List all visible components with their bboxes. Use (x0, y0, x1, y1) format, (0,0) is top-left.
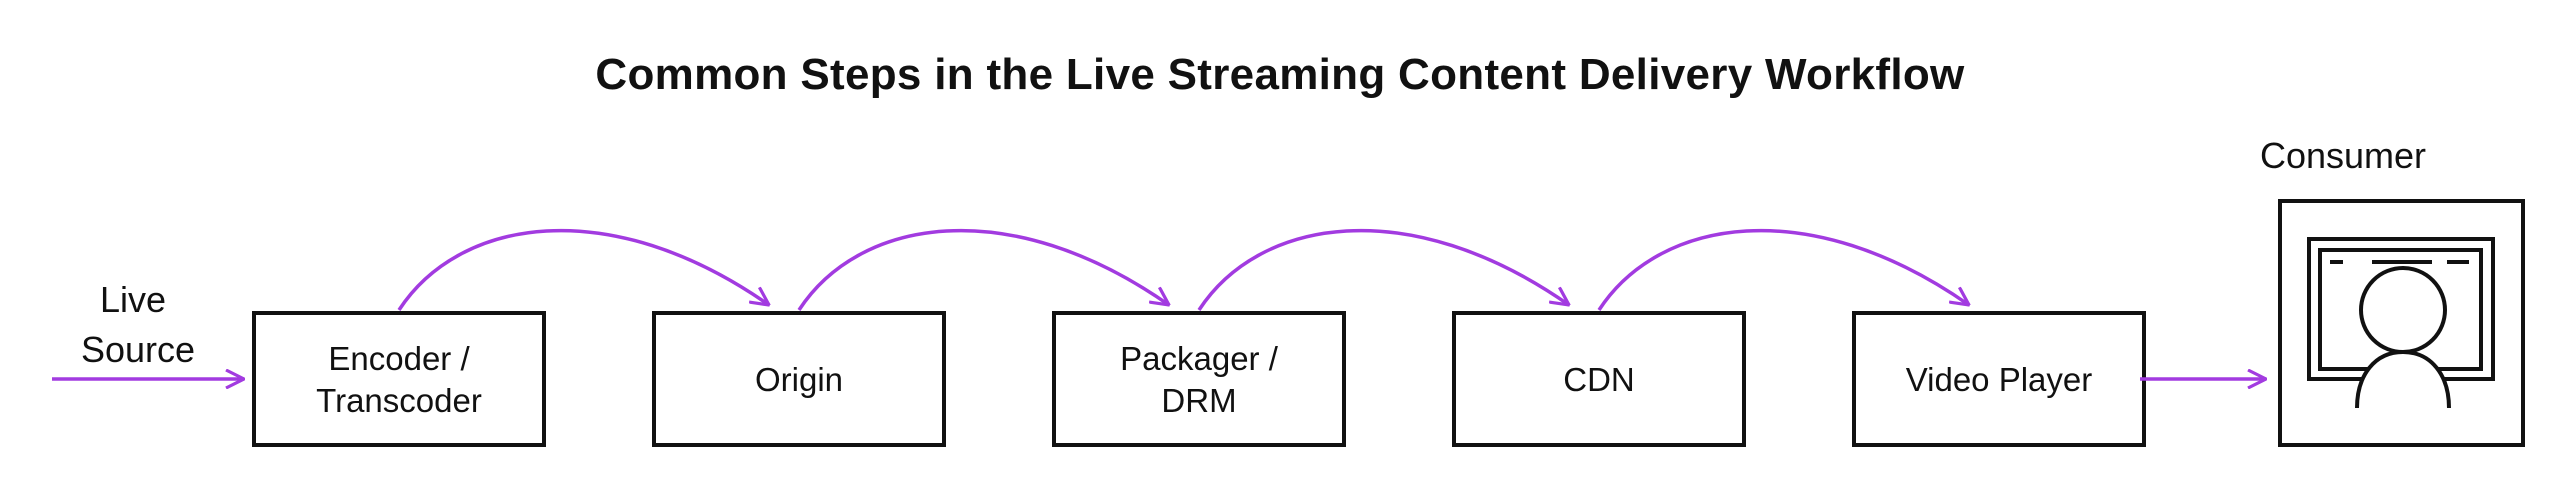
workflow-step: Video Player (1852, 311, 2146, 447)
connector-arc (797, 228, 1169, 311)
workflow-step: Packager / DRM (1052, 311, 1346, 447)
step-box (652, 311, 946, 447)
step-label-line: Transcoder (316, 382, 482, 419)
workflow-step: Encoder / Transcoder (252, 311, 546, 447)
step-label-line: CDN (1563, 361, 1635, 398)
step-label: Encoder / Transcoder (316, 340, 482, 419)
step-label-line: Video Player (1906, 361, 2093, 398)
step-label-line: Origin (755, 361, 843, 398)
step-box (252, 311, 546, 447)
diagram-title: Common Steps in the Live Streaming Conte… (595, 50, 1965, 99)
connector-arc (1597, 228, 1969, 311)
step-label-line: Packager / (1120, 340, 1279, 377)
consumer-box (2278, 199, 2525, 447)
step-box (1452, 311, 1746, 447)
workflow-step: CDN (1452, 311, 1746, 447)
person-at-screen-icon (2307, 237, 2495, 409)
connector-arcs (397, 228, 1969, 311)
step-label: Video Player (1906, 361, 2093, 398)
source-label-line-2: Source (81, 329, 195, 370)
connector-arc (397, 228, 769, 311)
step-label-line: Encoder / (328, 340, 470, 377)
step-label-line: DRM (1161, 382, 1236, 419)
step-box (1052, 311, 1346, 447)
consumer-label: Consumer (2260, 135, 2426, 176)
workflow-step: Origin (652, 311, 946, 447)
step-label: Origin (755, 361, 843, 398)
steps-layer: Encoder / Transcoder Origin Packager / DRM CD… (252, 311, 2146, 447)
step-label: CDN (1563, 361, 1635, 398)
source-label: Live Source (81, 279, 195, 370)
step-label: Packager / DRM (1120, 340, 1279, 419)
source-label-line-1: Live (100, 279, 166, 320)
connector-arc (1197, 228, 1569, 311)
